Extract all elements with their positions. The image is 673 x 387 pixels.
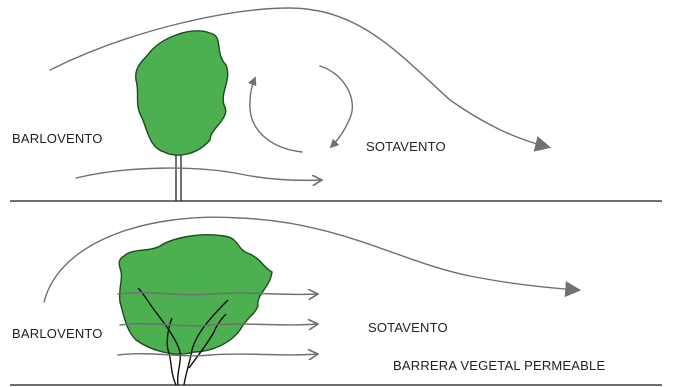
top-tree-trunk bbox=[176, 150, 181, 201]
top-low-wind-arrow bbox=[76, 168, 322, 180]
top-windward-label: BARLOVENTO bbox=[12, 131, 103, 146]
bottom-windward-label: BARLOVENTO bbox=[12, 326, 103, 341]
bottom-through-wind-arrow-3 bbox=[118, 354, 318, 356]
top-diagram bbox=[10, 8, 662, 201]
top-leeward-label: SOTAVENTO bbox=[366, 139, 446, 154]
bottom-barrier-caption: BARRERA VEGETAL PERMEABLE bbox=[393, 358, 605, 373]
top-overflow-wind-arrow bbox=[50, 8, 548, 147]
top-eddy-up-arrow bbox=[250, 78, 302, 152]
top-tree-foliage bbox=[136, 31, 228, 155]
bottom-leeward-label: SOTAVENTO bbox=[368, 320, 448, 335]
top-eddy-down-arrow bbox=[320, 66, 352, 147]
